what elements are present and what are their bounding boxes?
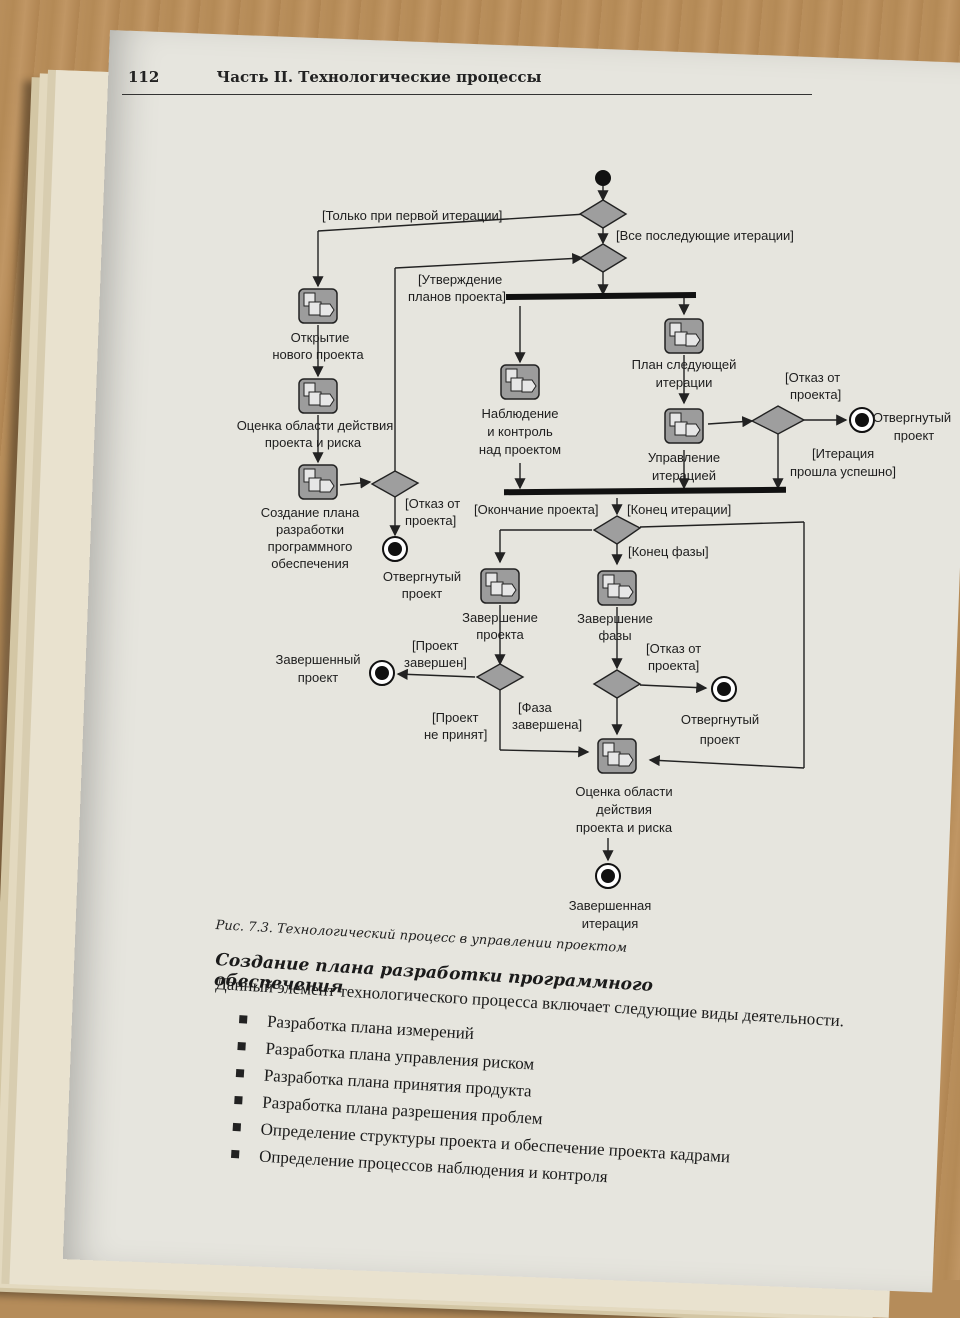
square-bullet-icon [238, 1015, 248, 1024]
decision-plan-reject [370, 470, 420, 498]
activity-icon-create-plan [298, 464, 338, 500]
label-monitor-2: и контроль [487, 424, 553, 439]
label-plan-4: обеспечения [271, 556, 349, 571]
page-header-title: Часть II. Технологические процессы [216, 68, 542, 86]
fork-bar-top [505, 291, 697, 300]
guard-approval-line2: планов проекта] [408, 289, 506, 304]
guard-labels: [Только при первой итерации] [Все послед… [322, 208, 896, 742]
guard-phase-end: [Конец фазы] [628, 544, 709, 559]
label-rejected-right-2: проект [894, 428, 935, 443]
guard-reject-left-line1: [Отказ от [405, 496, 460, 511]
label-next-plan-1: План следующей [632, 357, 737, 372]
square-bullet-icon [235, 1069, 245, 1078]
page-header: 112 Часть II. Технологические процессы [128, 68, 542, 86]
label-plan-3: программного [268, 539, 353, 554]
label-assess-1: Оценка области действия [237, 418, 394, 433]
final-state-rejected-left [382, 536, 408, 562]
label-completed-project-1: Завершенный [276, 652, 361, 667]
label-open-project-1: Открытие [291, 330, 350, 345]
label-assess-end-2: действия [596, 802, 652, 817]
final-state-completed-project [369, 660, 395, 686]
label-completed-project-2: проект [298, 670, 339, 685]
guard-first-iteration: [Только при первой итерации] [322, 208, 502, 223]
square-bullet-icon [237, 1042, 246, 1051]
decision-phase-done [592, 669, 642, 699]
label-next-plan-2: итерации [656, 375, 713, 390]
label-manage-2: итерацией [652, 468, 716, 483]
label-plan-1: Создание плана [261, 505, 360, 520]
label-finish-project-1: Завершение [462, 610, 538, 625]
guard-reject-phase-line2: проекта] [648, 658, 699, 673]
guard-iteration-end: [Конец итерации] [627, 502, 731, 517]
label-rejected-left-2: проект [402, 586, 443, 601]
label-open-project-2: нового проекта [272, 347, 364, 362]
label-rejected-mid-2: проект [700, 732, 741, 747]
guard-project-done-line2: завершен] [404, 655, 467, 670]
activity-icon-finish-phase [597, 570, 637, 606]
label-finish-phase-2: фазы [598, 628, 631, 643]
activity-diagram: [Только при первой итерации] [Все послед… [237, 170, 952, 931]
page-number: 112 [128, 68, 160, 86]
final-state-rejected-mid [711, 676, 737, 702]
activity-icon-open-project [298, 288, 338, 324]
guard-iteration-ok-line1: [Итерация [812, 446, 874, 461]
guard-project-end: [Окончание проекта] [474, 502, 598, 517]
activity-icon-next-plan [664, 318, 704, 354]
label-assess-end-1: Оценка области [575, 784, 672, 799]
square-bullet-icon [234, 1095, 243, 1105]
start-node [595, 170, 611, 186]
label-manage-1: Управление [648, 450, 720, 465]
guard-reject-top-line2: проекта] [790, 387, 841, 402]
flow-lines [312, 186, 848, 862]
label-assess-end-3: проекта и риска [576, 820, 673, 835]
label-rejected-mid-1: Отвергнутый [681, 712, 759, 727]
label-monitor-1: Наблюдение [481, 406, 558, 421]
label-finish-phase-1: Завершение [577, 611, 653, 626]
label-completed-iteration-2: итерация [582, 916, 639, 931]
header-rule [122, 94, 812, 95]
guard-not-accepted-line1: [Проект [432, 710, 478, 725]
decision-iteration-ok [750, 405, 806, 435]
label-plan-2: разработки [276, 522, 344, 537]
guard-phase-done-line1: [Фаза [518, 700, 553, 715]
activity-labels: Открытие нового проекта Оценка области д… [237, 330, 737, 835]
guard-phase-done-line2: завершена] [512, 717, 582, 732]
guard-reject-phase-line1: [Отказ от [646, 641, 701, 656]
label-assess-2: проекта и риска [265, 435, 362, 450]
label-monitor-3: над проектом [479, 442, 561, 457]
guard-subsequent-iterations: [Все последующие итерации] [616, 228, 794, 243]
label-completed-iteration-1: Завершенная [569, 898, 652, 913]
label-rejected-right-1: Отвергнутый [873, 410, 951, 425]
square-bullet-icon [232, 1122, 242, 1132]
activity-icon-finish-project [480, 568, 520, 604]
guard-iteration-ok-line2: прошла успешно] [790, 464, 896, 479]
join-bar-mid [503, 486, 787, 496]
decision-merge-top [578, 243, 628, 273]
label-rejected-left-1: Отвергнутый [383, 569, 461, 584]
activity-icon-manage-iteration [664, 408, 704, 444]
final-state-nodes [369, 407, 875, 889]
label-finish-project-2: проекта [476, 627, 524, 642]
final-state-completed-iteration [595, 863, 621, 889]
final-state-rejected-right [849, 407, 875, 433]
decision-project-done [475, 663, 525, 691]
decision-nodes [370, 199, 806, 699]
activity-icon-assess-scope [298, 378, 338, 414]
square-bullet-icon [230, 1149, 240, 1159]
decision-first-iteration [578, 199, 628, 229]
final-state-labels: Отвергнутый проект Отвергнутый проект За… [276, 410, 952, 931]
guard-approval-line1: [Утверждение [418, 272, 502, 287]
guard-project-done-line1: [Проект [412, 638, 458, 653]
decision-end-type [592, 515, 642, 545]
guard-not-accepted-line2: не принят] [424, 727, 487, 742]
guard-reject-top-line1: [Отказ от [785, 370, 840, 385]
activity-icon-monitor [500, 364, 540, 400]
guard-reject-left-line2: проекта] [405, 513, 456, 528]
activity-icon-assess-end [597, 738, 637, 774]
